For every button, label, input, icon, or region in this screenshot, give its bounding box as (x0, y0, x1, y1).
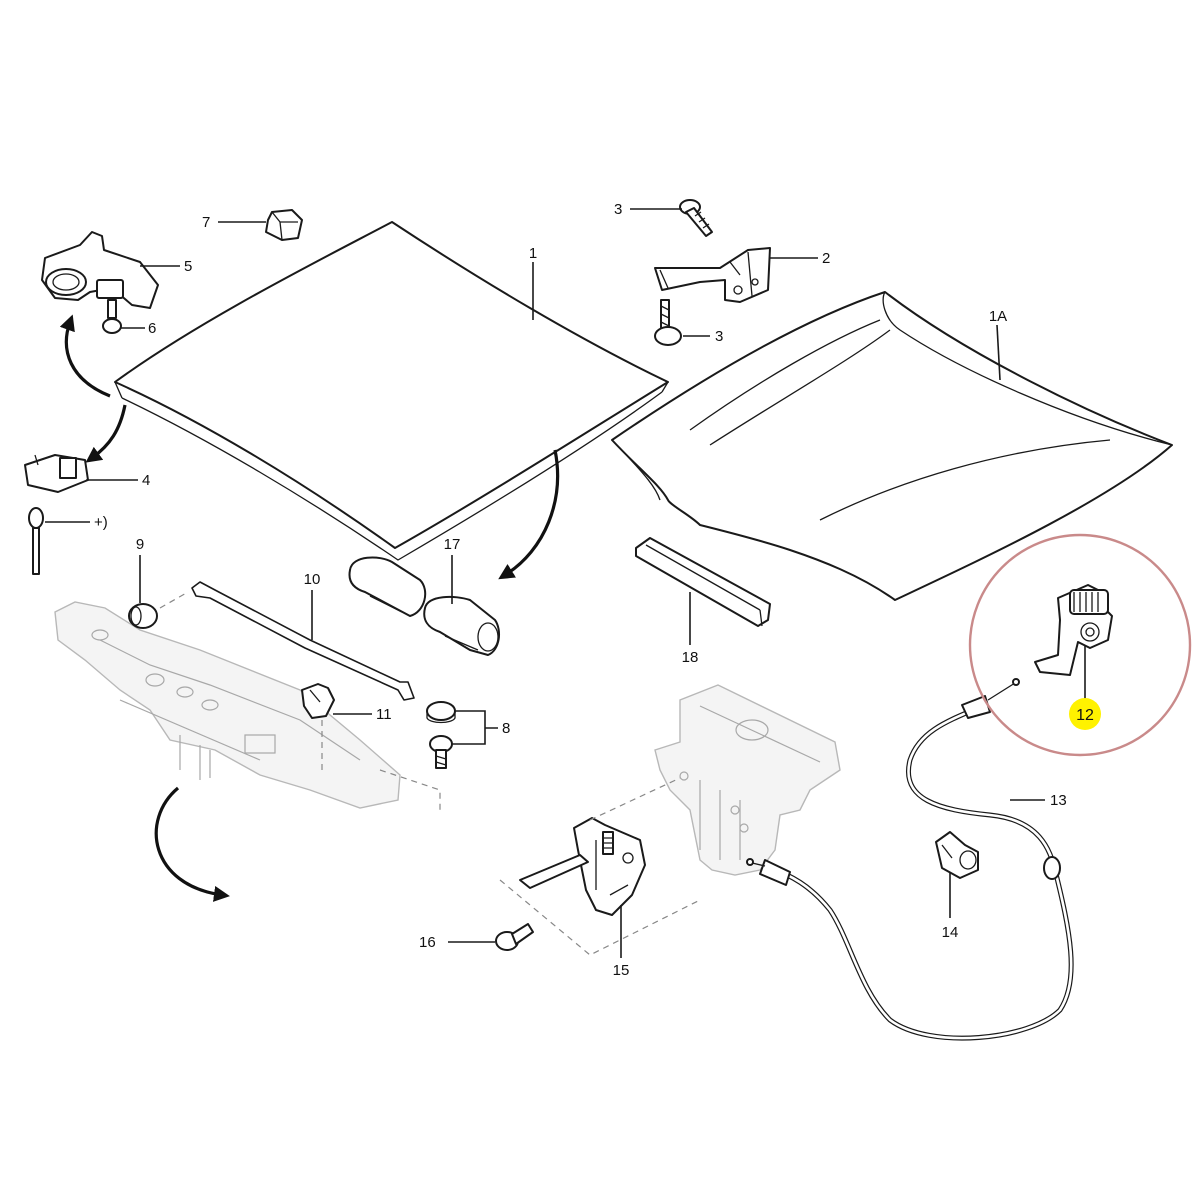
callout-6: 6 (148, 320, 156, 337)
screw-6 (102, 299, 122, 334)
callout-13: 13 (1050, 792, 1067, 809)
latch-bolt (495, 923, 534, 951)
highlight-circle (968, 533, 1192, 757)
callout-1a: 1A (989, 308, 1007, 325)
callout-9: 9 (136, 536, 144, 553)
callout-12: 12 (1076, 707, 1094, 724)
hood-panel-alternate (611, 291, 1173, 601)
cable-clip (935, 831, 979, 879)
hinge-bolt-lower (654, 299, 682, 346)
bump-stop (265, 209, 303, 241)
bracket-4 (24, 454, 89, 493)
callout-4: 4 (142, 472, 150, 489)
callout-3-upper: 3 (614, 201, 622, 218)
washer-nozzle (41, 231, 159, 309)
callout-15: 15 (613, 962, 630, 979)
grommet-bolt (429, 735, 453, 769)
arrow-to-latch-area (154, 786, 230, 902)
seal-strip-18 (635, 537, 771, 627)
front-cross-member (54, 601, 401, 809)
leader-lines (45, 208, 1086, 958)
hinge-bolt-upper (679, 199, 713, 237)
callout-3-lower: 3 (715, 328, 723, 345)
seal-strip-17 (348, 556, 501, 656)
grommet-cap (426, 701, 456, 724)
hood-latch (519, 817, 646, 916)
callout-4-note: +) (94, 514, 108, 531)
prop-rod-clip (301, 683, 335, 719)
hinge (654, 247, 771, 303)
release-cable (746, 678, 1074, 1041)
rivet (28, 507, 44, 575)
arrow-to-bracket (85, 404, 127, 463)
hood-panel (114, 221, 669, 561)
callout-17: 17 (444, 536, 461, 553)
callout-2: 2 (822, 250, 830, 267)
callout-14: 14 (942, 924, 959, 941)
release-handle (1034, 584, 1113, 676)
callout-badge-12 (1069, 698, 1101, 730)
lock-carrier-bracket (654, 684, 841, 876)
callout-5: 5 (184, 258, 192, 275)
callout-11: 11 (376, 706, 392, 723)
arrow-to-nozzle (59, 314, 111, 398)
callout-8: 8 (502, 720, 510, 737)
callout-10: 10 (304, 571, 321, 588)
hood-prop-rod (191, 581, 415, 701)
bushing (128, 603, 158, 629)
callout-7: 7 (202, 214, 210, 231)
callout-1: 1 (529, 245, 537, 262)
arrow-to-seal (498, 449, 560, 580)
callout-16: 16 (419, 934, 436, 951)
callout-18: 18 (682, 649, 699, 666)
